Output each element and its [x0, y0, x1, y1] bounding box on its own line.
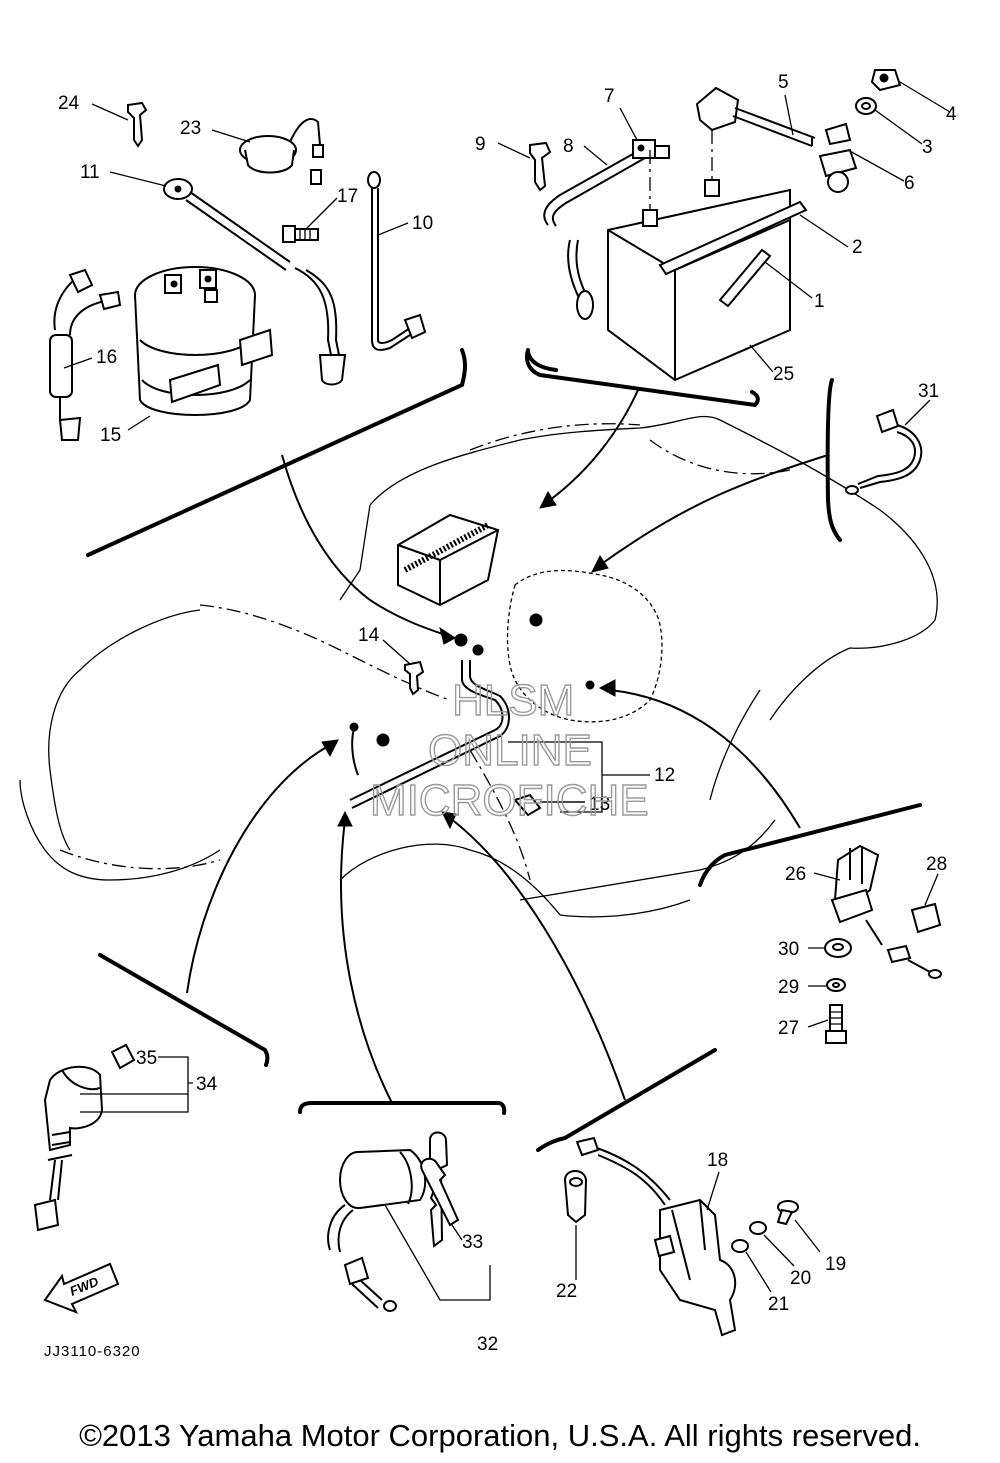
- engine-outline: [506, 569, 663, 723]
- watermark-line-1: HLSM: [452, 676, 574, 725]
- plug-cap-group: [33, 1043, 136, 1232]
- starter-relay-group: [49, 101, 427, 441]
- plug-cap-34: [33, 1065, 104, 1232]
- callout-33: 33: [462, 1232, 483, 1253]
- callout-23: 23: [180, 118, 201, 139]
- switch-13: [513, 793, 542, 817]
- lead-wire-10: [367, 171, 427, 351]
- battery-25: [607, 130, 808, 382]
- switch-18-group: [563, 1136, 799, 1337]
- callout-leaders: [63, 81, 951, 1301]
- callout-25: 25: [773, 364, 794, 385]
- screw-19: [776, 1200, 799, 1226]
- callout-3: 3: [922, 137, 933, 158]
- bolt-17: [282, 225, 319, 243]
- callout-2: 2: [852, 237, 863, 258]
- terminal-cap-23: [239, 118, 324, 185]
- callout-9: 9: [475, 134, 486, 155]
- clamp-22: [563, 1170, 588, 1224]
- clip-14: [404, 660, 425, 696]
- lead-wire-31: [845, 408, 923, 495]
- callout-22: 22: [556, 1281, 577, 1302]
- washer-20: [749, 1221, 767, 1235]
- callout-15: 15: [100, 425, 121, 446]
- wire-clip-24: [127, 101, 148, 148]
- callout-24: 24: [58, 93, 80, 114]
- callout-14: 14: [358, 625, 380, 646]
- cap-28: [910, 902, 942, 934]
- bolt-27: [825, 1004, 847, 1044]
- callout-5: 5: [778, 72, 789, 93]
- callout-4: 4: [946, 104, 957, 125]
- callout-6: 6: [904, 173, 915, 194]
- washer-21: [731, 1239, 749, 1253]
- washer-29: [826, 978, 846, 992]
- battery-group: [526, 69, 902, 382]
- cap-nut-4: [870, 69, 902, 92]
- callout-16: 16: [96, 347, 117, 368]
- callout-8: 8: [563, 136, 574, 157]
- bolt-6: [818, 122, 858, 193]
- leader-arrows: [186, 389, 829, 1104]
- callout-12: 12: [654, 765, 675, 786]
- callout-30: 30: [778, 939, 799, 960]
- callout-31: 31: [918, 381, 939, 402]
- washer-3: [855, 97, 877, 115]
- main-switch-group: [327, 1131, 460, 1312]
- callout-1: 1: [814, 291, 825, 312]
- callout-28: 28: [926, 854, 947, 875]
- connector-top: [575, 1136, 671, 1206]
- battery-cable-11: [163, 178, 347, 386]
- callout-26: 26: [785, 864, 806, 885]
- callout-13: 13: [589, 794, 610, 815]
- callout-29: 29: [778, 977, 799, 998]
- terminal-7: [632, 139, 670, 159]
- fuse-lead-16: [49, 268, 122, 441]
- callout-7: 7: [604, 86, 615, 107]
- watermark-line-2: ONLINE: [428, 726, 592, 775]
- center-parts: [349, 613, 603, 817]
- starter-relay-15: [134, 266, 274, 416]
- positive-cable-5: [695, 86, 816, 147]
- inset-brackets: [86, 348, 922, 1152]
- callout-27: 27: [778, 1018, 799, 1039]
- watermark: HLSM ONLINE MICROFICHE: [369, 675, 649, 825]
- cap-35: [110, 1043, 136, 1070]
- callout-11: 11: [80, 162, 100, 183]
- callout-numbers: 24 23 11 17 10 16 15 9 8 7 5 4 3 6 2 1 2…: [58, 72, 957, 1355]
- switch-18: [653, 1198, 737, 1337]
- callout-21: 21: [768, 1294, 789, 1315]
- copyright-notice: ©2013 Yamaha Motor Corporation, U.S.A. A…: [79, 1418, 921, 1453]
- diagram-code: JJ3110-6320: [44, 1343, 141, 1360]
- battery-silhouette: [397, 513, 500, 607]
- callout-20: 20: [790, 1268, 811, 1289]
- fwd-arrow: FWD: [43, 1262, 120, 1314]
- callout-32: 32: [477, 1334, 498, 1355]
- watermark-line-3: MICROFICHE: [370, 776, 649, 825]
- sensor-26: [830, 844, 883, 946]
- callout-34: 34: [196, 1074, 218, 1095]
- battery-band-2: [658, 200, 808, 276]
- sensor-group: [824, 844, 942, 1044]
- callout-18: 18: [707, 1150, 728, 1171]
- callout-35: 35: [136, 1048, 157, 1069]
- connector-wire: [886, 944, 942, 979]
- callout-17: 17: [337, 186, 358, 207]
- main-switch-32: [327, 1148, 427, 1312]
- wire-clip-9: [529, 141, 552, 192]
- callout-19: 19: [825, 1254, 846, 1275]
- callout-10: 10: [412, 213, 433, 234]
- vehicle-body-outline: [19, 415, 938, 918]
- battery-strap-1: [718, 248, 772, 308]
- key-33: [420, 1131, 460, 1248]
- grommet-30: [824, 938, 852, 958]
- negative-cable-8: [543, 149, 646, 320]
